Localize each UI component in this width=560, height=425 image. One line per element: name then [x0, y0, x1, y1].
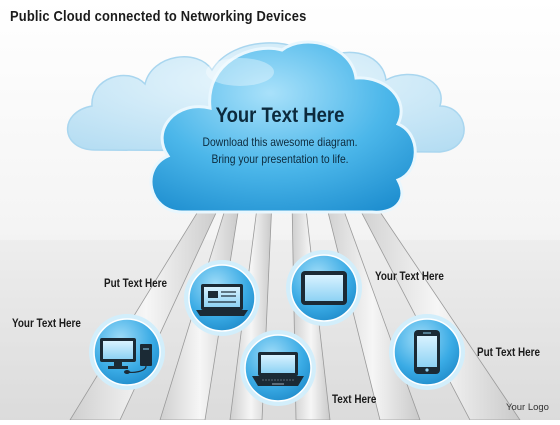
tablet-node — [286, 250, 362, 326]
laptop-2-label: Text Here — [332, 394, 377, 406]
tablet-label: Your Text Here — [375, 271, 444, 283]
desktop-node — [89, 314, 165, 390]
logo-placeholder: Your Logo — [506, 402, 549, 413]
cloud-description-line-1: Download this awesome diagram. — [202, 135, 358, 149]
laptop-icon — [252, 352, 304, 386]
smartphone-node — [389, 314, 465, 390]
laptop-icon — [196, 284, 248, 316]
smartphone-icon — [414, 330, 440, 374]
tablet-icon — [301, 271, 347, 305]
cloud-heading: Your Text Here — [215, 104, 345, 127]
main-cloud — [149, 40, 417, 214]
laptop-node-2 — [240, 330, 316, 406]
desktop-icon — [100, 338, 152, 374]
laptop-1-label: Put Text Here — [104, 278, 168, 290]
smartphone-label: Put Text Here — [477, 347, 541, 359]
laptop-node-1 — [184, 260, 260, 336]
desktop-label: Your Text Here — [12, 318, 81, 330]
page-title: Public Cloud connected to Networking Dev… — [10, 8, 307, 25]
cloud-description-line-2: Bring your presentation to life. — [211, 152, 349, 166]
